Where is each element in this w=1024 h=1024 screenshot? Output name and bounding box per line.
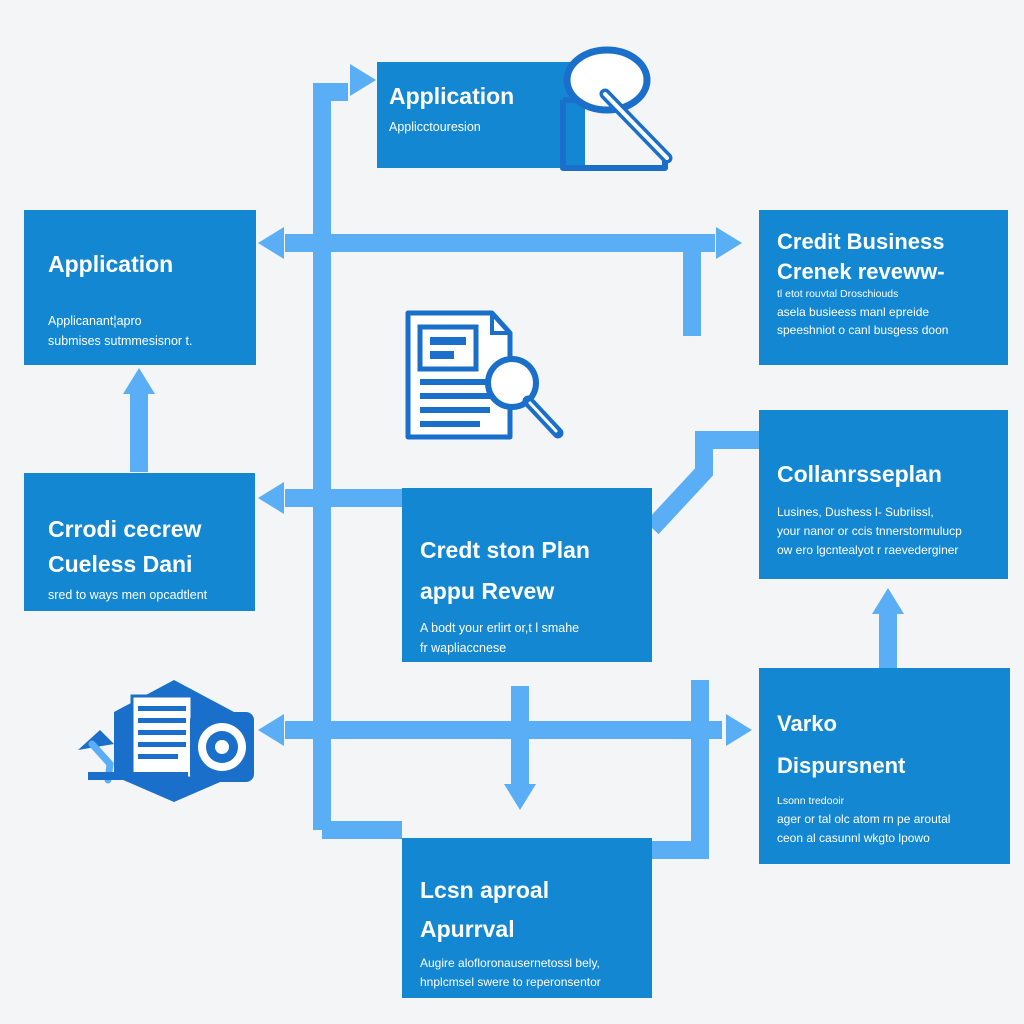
credit-review-title-1: Crrodi cecrew [48,516,202,542]
spine-line [313,83,348,830]
credit-plan-title-1: Credt ston Plan [420,537,590,563]
disbursement-title-2: Dispursnent [777,752,906,778]
document-search-icon [405,310,564,440]
disbursement-desc-3: ceon al casunnl wkgto lpowo [777,830,930,845]
application-left-box: Applicatiоn Applicanant¦apro submises su… [24,210,256,365]
row3-left-arrowhead [258,714,284,746]
document-gear-icon [78,680,254,802]
credit-plan-title-2: appu Revew [420,577,555,604]
magnifier-icon [560,46,673,171]
credit-review-box: Crrodi cecrew Cueless Dani sred to ways … [24,473,255,611]
disbursement-desc-1: Lsonn tredooir [777,795,845,807]
collateral-plan-box: Collanrsseplan Lusines, Dushess l- Subri… [759,410,1008,579]
application-top-title: Application [389,83,515,109]
row3-right-arrowhead [726,714,752,746]
loan-approval-title-2: Apurrval [420,915,515,942]
credit-review-title-2: Cueless Dani [48,550,193,577]
credit-plan-review-box: Credt ston Plan appu Revew A bodt your e… [402,488,652,662]
application-left-desc-2: submises sutmmesisnor t. [48,333,193,348]
credit-plan-desc-1: A bodt your erlirt or,t l smahe [420,620,580,635]
loan-approval-desc-2: hnplcmsel swere to reperonsentor [420,974,601,989]
collateral-desc-3: ow ero lgcntealyot r raevederginer [777,543,959,558]
loan-approval-desc-1: Augire alofloronausernetossl bely, [420,955,600,970]
credit-business-review-box: Credit Business Crenek reveww- tl etot r… [759,210,1008,365]
spine-arrowhead [350,64,376,96]
application-top-box: Application Applicctouresion [377,62,585,168]
credit-business-desc-1: tl etot rouvtal Droschiouds [777,288,899,300]
credit-business-title-2: Crenek reveww- [777,258,945,284]
application-left-desc-1: Applicanant¦apro [48,313,142,328]
disbursement-desc-2: ager or tal olc atom rn pe aroutal [777,811,951,826]
loan-approval-box: Lcsn aproal Apurrval Augire alofloronaus… [402,838,652,998]
row1-left-arrowhead [258,227,284,259]
credit-review-desc: sred to ways men opcadtlent [48,587,208,602]
row1-right-arrowhead [716,227,742,259]
left-up-arrowhead [123,368,155,394]
row2-left-arrowhead [258,482,284,514]
disbursement-box: Varko Dispursnent Lsonn tredooir ager or… [759,668,1010,864]
credit-business-desc-2: asela busieess man‍l epreide [777,304,930,319]
application-left-title: Applicatiоn [48,251,174,277]
down-arrowhead [504,784,536,810]
disbursement-title-1: Varko [777,711,837,736]
loan-approval-title-1: Lcsn aproal [420,877,550,903]
collateral-desc-1: Lusines, Dushess l- Subriissl, [777,504,934,519]
application-top-desc: Applicctouresion [389,119,481,134]
collateral-title: Collanrsseplan [777,461,942,487]
credit-plan-desc-2: fr wapliaccnese [420,640,507,655]
credit-business-desc-3: speeshniot o canl busgess doon [777,322,949,337]
right-loop-line [652,680,709,859]
right-up-arrowhead [872,588,904,614]
diag-line [645,431,759,535]
credit-business-title-1: Credit Business [777,229,945,254]
collateral-desc-2: your nanor or ccis tnnerstormulucp [777,523,962,538]
